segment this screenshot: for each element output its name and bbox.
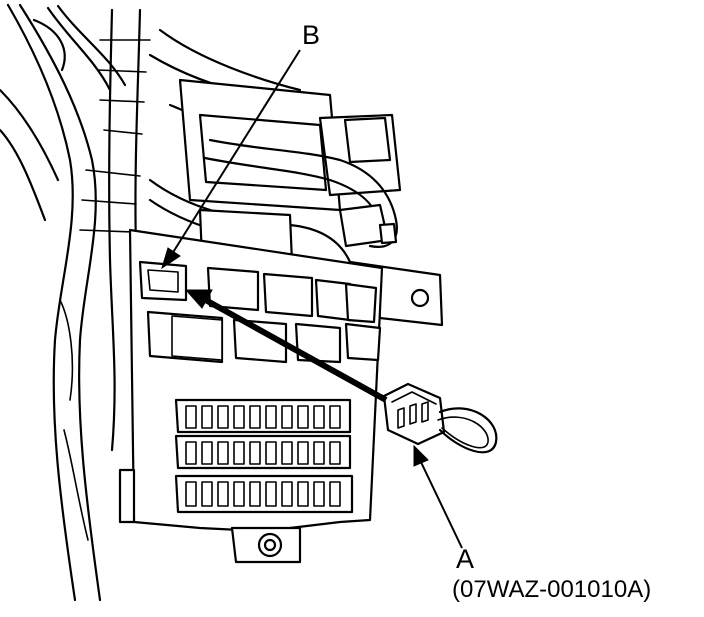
leader-arrows	[161, 49, 463, 549]
label-a-part-number: (07WAZ-001010A)	[452, 576, 651, 603]
jumper-connector-a	[382, 382, 498, 454]
label-a: A	[456, 544, 474, 574]
relay-row-upper	[138, 260, 378, 324]
leader-line-a	[419, 459, 463, 549]
upper-connectors	[148, 78, 402, 264]
fuse-block	[174, 398, 354, 514]
relay-row-lower	[146, 310, 382, 364]
arrow-to-slot	[200, 295, 388, 403]
leader-line-b	[171, 49, 301, 255]
label-b: B	[302, 20, 320, 50]
